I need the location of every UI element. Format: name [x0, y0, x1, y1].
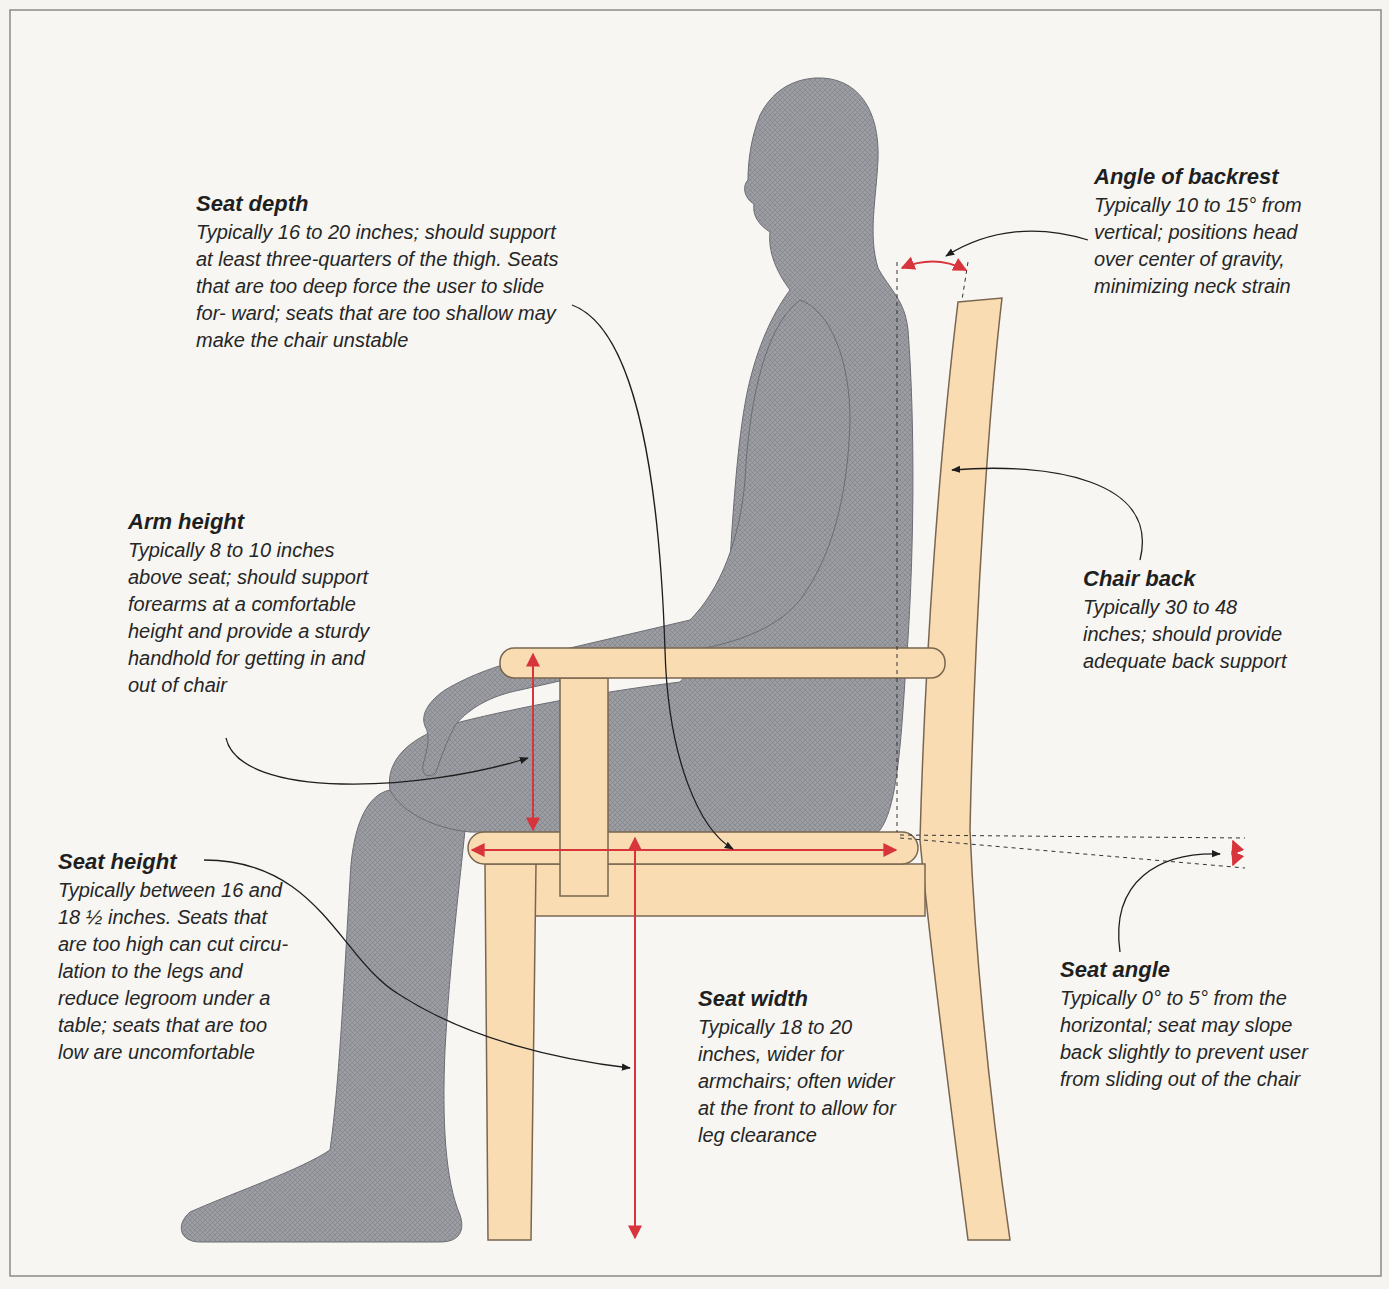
- chair: [468, 298, 1010, 1240]
- chair-back-and-rear-leg: [920, 298, 1010, 1240]
- frame: [10, 10, 1381, 1276]
- front-leg: [485, 864, 536, 1240]
- callout-note: Typically 18 to 20 inches, wider for arm…: [698, 1014, 898, 1149]
- callout-heading: Seat depth: [196, 190, 308, 217]
- callout-heading: Seat width: [698, 985, 808, 1012]
- armrest: [500, 648, 945, 678]
- seat-angle-arc: [1233, 841, 1236, 865]
- arm-height-arrow: [532, 654, 534, 830]
- callout-note: Typically 8 to 10 inches above seat; sho…: [128, 537, 383, 699]
- horizontal-reference: [900, 835, 1245, 838]
- chair-back-leader: [952, 468, 1142, 560]
- callout-heading: Chair back: [1083, 565, 1196, 592]
- vertical-reference: [897, 262, 898, 832]
- backrest-leader: [946, 231, 1088, 256]
- seat-height-arrow: [634, 838, 636, 1238]
- arm-height-leader: [226, 738, 528, 784]
- seat-slope-reference: [900, 838, 1245, 868]
- callout-heading: Arm height: [128, 508, 244, 535]
- callout-note: Typically 30 to 48 inches; should provid…: [1083, 594, 1288, 675]
- callout-heading: Seat height: [58, 848, 177, 875]
- callout-heading: Angle of backrest: [1094, 163, 1279, 190]
- callout-note: Typically 10 to 15° from vertical; posit…: [1094, 192, 1312, 300]
- seat-angle-leader: [1119, 854, 1220, 952]
- arm-post: [560, 678, 608, 896]
- person-arm: [423, 300, 850, 776]
- callout-note: Typically 0° to 5° from the horizontal; …: [1060, 985, 1330, 1093]
- seat-depth-arrow: [472, 849, 896, 851]
- seat: [468, 832, 918, 864]
- backrest-angle-arc: [902, 261, 966, 270]
- callout-note: Typically 16 to 20 inches; should suppor…: [196, 219, 568, 354]
- reference-lines: [897, 262, 1245, 868]
- callout-heading: Seat angle: [1060, 956, 1170, 983]
- dimension-arrows: [472, 261, 1236, 1238]
- callout-note: Typically between 16 and 18 ½ inches. Se…: [58, 877, 296, 1066]
- seat-depth-leader: [572, 305, 733, 849]
- person-body: [389, 78, 913, 837]
